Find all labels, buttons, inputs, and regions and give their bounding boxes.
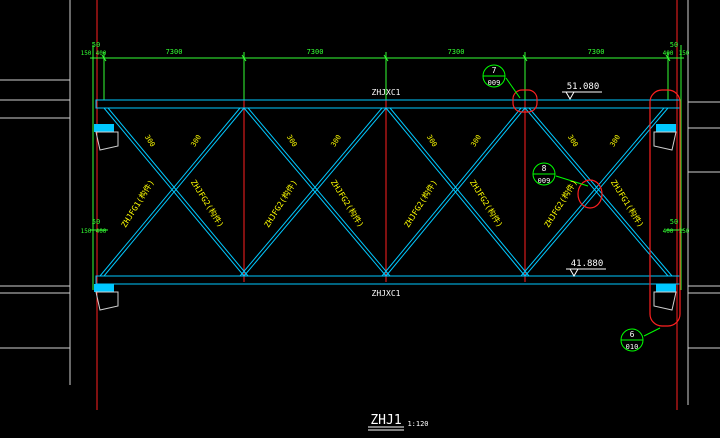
left-edge-dim-1: 50 bbox=[92, 41, 100, 49]
detail-marks bbox=[512, 89, 681, 327]
member-label-7: ZHJFG2(构件) bbox=[542, 178, 579, 230]
column-axes bbox=[96, 0, 678, 410]
right-edge-dim-2: 400 bbox=[663, 50, 674, 57]
elevation-markers bbox=[562, 91, 606, 278]
left-edge-dim-2: 150 bbox=[81, 50, 92, 57]
bay-dimension-2: 7300 bbox=[307, 48, 324, 56]
right-edge-lower-dim-3: 150 bbox=[679, 228, 690, 235]
offset-label-1: 300 bbox=[143, 133, 156, 148]
top-chord-label: ZHJXC1 bbox=[372, 88, 401, 97]
top-chord bbox=[95, 99, 681, 109]
left-edge-lower-dim-2: 150 bbox=[81, 228, 92, 235]
member-label-2: ZHJFG2(构件) bbox=[189, 178, 226, 230]
offset-label-4: 300 bbox=[330, 133, 343, 148]
support-bottom-left bbox=[94, 284, 114, 292]
offset-label-3: 300 bbox=[285, 133, 298, 148]
detail-mark-mid bbox=[577, 179, 603, 209]
member-label-5: ZHJFG2(构件) bbox=[402, 178, 439, 230]
left-reference-lines bbox=[0, 0, 71, 385]
right-edge-lower-dim-1: 50 bbox=[670, 218, 678, 226]
supports bbox=[94, 124, 677, 311]
detail-mark-top bbox=[512, 89, 538, 113]
left-edge-lower-dim-3: 400 bbox=[96, 228, 107, 235]
left-edge-lower-dim-1: 50 bbox=[92, 218, 100, 226]
diagonal-members bbox=[99, 107, 673, 277]
support-bottom-right bbox=[656, 284, 676, 292]
callout-sheet-1: 009 bbox=[488, 79, 501, 87]
callout-sheet-3: 010 bbox=[626, 343, 639, 351]
callout-num-2: 8 bbox=[542, 164, 547, 173]
right-edge-dim-3: 150 bbox=[679, 50, 690, 57]
callout-leaders bbox=[505, 77, 661, 337]
right-edge-lower-dim-2: 400 bbox=[663, 228, 674, 235]
support-top-left bbox=[94, 124, 114, 132]
offset-label-6: 300 bbox=[470, 133, 483, 148]
offset-label-5: 300 bbox=[425, 133, 438, 148]
bay-dimension-4: 7300 bbox=[588, 48, 605, 56]
offset-label-2: 300 bbox=[190, 133, 203, 148]
callout-num-3: 6 bbox=[630, 330, 635, 339]
member-label-8: ZHJFG1(构件) bbox=[609, 178, 646, 230]
support-top-right bbox=[656, 124, 676, 132]
elevation-top: 51.080 bbox=[567, 82, 600, 92]
member-label-6: ZHJFG2(构件) bbox=[468, 178, 505, 230]
bay-dimension-1: 7300 bbox=[166, 48, 183, 56]
callout-num-1: 7 bbox=[492, 66, 497, 75]
member-label-3: ZHJFG2(构件) bbox=[262, 178, 299, 230]
drawing-scale: 1:120 bbox=[407, 420, 428, 428]
left-edge-dim-3: 400 bbox=[96, 50, 107, 57]
member-label-4: ZHJFG2(构件) bbox=[329, 178, 366, 230]
title-underline bbox=[368, 426, 404, 431]
detail-mark-right bbox=[649, 89, 681, 327]
dimension-lines bbox=[90, 45, 684, 290]
right-reference-lines bbox=[687, 0, 720, 405]
right-edge-dim-1: 50 bbox=[670, 41, 678, 49]
bay-dimension-3: 7300 bbox=[448, 48, 465, 56]
bottom-chord bbox=[95, 275, 681, 285]
bottom-chord-label: ZHJXC1 bbox=[372, 289, 401, 298]
offset-label-7: 300 bbox=[566, 133, 579, 148]
drawing-title: ZHJ1 bbox=[370, 413, 401, 428]
callout-sheet-2: 009 bbox=[538, 177, 551, 185]
member-label-1: ZHJFG1(构件) bbox=[119, 178, 156, 230]
elevation-bottom: 41.880 bbox=[571, 259, 604, 269]
offset-label-8: 300 bbox=[609, 133, 622, 148]
